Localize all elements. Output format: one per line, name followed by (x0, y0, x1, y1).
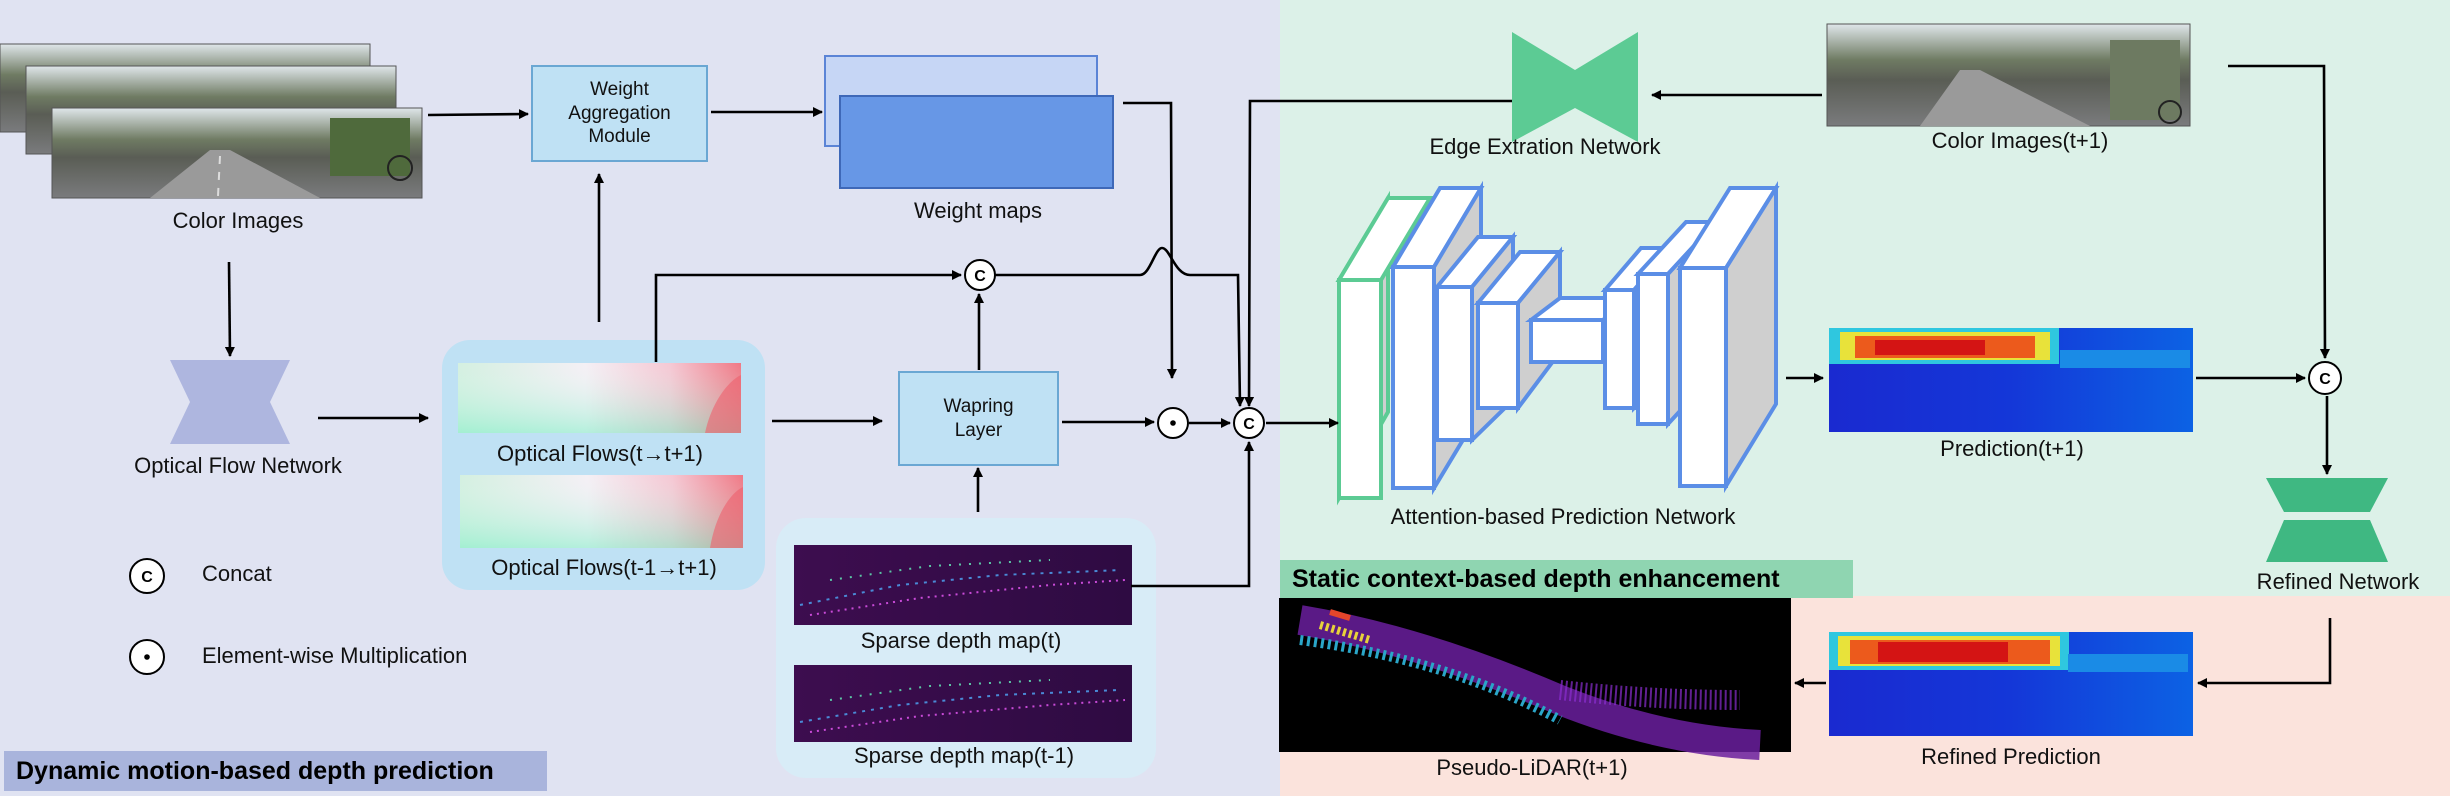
refined-prediction-label: Refined Prediction (1921, 744, 2101, 769)
dynamic-region-title: Dynamic motion-based depth prediction (4, 751, 547, 791)
pseudo-lidar-map (1279, 598, 1791, 760)
color-images-stack (0, 43, 423, 199)
refined-network-label: Refined Network (2256, 569, 2420, 594)
prediction-t1-map (1829, 328, 2193, 432)
optical-flow-network-label: Optical Flow Network (134, 453, 342, 478)
static-region-title: Static context-based depth enhancement (1280, 560, 1853, 598)
pseudo-lidar-label: Pseudo-LiDAR(t+1) (1436, 755, 1628, 780)
sparse-depth-t1-label: Sparse depth map(t-1) (853, 743, 1075, 768)
warping-layer-label: Wapring Layer (943, 395, 1014, 441)
svg-text:C: C (974, 268, 986, 285)
sparse-depth-map-t-minus-1 (794, 665, 1132, 742)
legend-multiply-icon (129, 639, 165, 675)
weight-aggregation-module-box (531, 65, 708, 162)
refined-network-shape (2266, 478, 2388, 562)
warping-layer-box (898, 371, 1059, 466)
weight-maps-label: Weight maps (914, 198, 1042, 223)
optical-flow-map-2 (460, 475, 743, 548)
svg-text:C: C (2319, 371, 2331, 388)
optical-flows-2-label: Optical Flows(t-1→t+1) (491, 555, 717, 580)
color-images-t1-label: Color Images(t+1) (1931, 128, 2109, 153)
optical-flow-network-shape (170, 360, 290, 444)
weight-map-front (839, 95, 1114, 189)
color-image-t1 (1826, 23, 2191, 127)
multiply-symbol (1157, 407, 1189, 439)
legend-mult-label: Element-wise Multiplication (202, 643, 468, 668)
concat-symbol-center: C (1233, 407, 1265, 439)
sparse-depth-t-label: Sparse depth map(t) (860, 628, 1062, 653)
concat-symbol-upper: C (964, 259, 996, 291)
attention-network-label: Attention-based Prediction Network (1390, 504, 1736, 529)
sparse-depth-map-t (794, 545, 1132, 625)
connectors (224, 64, 2332, 688)
optical-flows-1-label: Optical Flows(t→t+1) (497, 441, 703, 466)
attention-network-blocks (1335, 180, 1780, 506)
legend-concat-icon: C (129, 558, 165, 594)
svg-text:C: C (141, 569, 153, 586)
edge-network-label: Edge Extration Network (1429, 134, 1661, 159)
weight-aggregation-module-label: Weight Aggregation Module (568, 78, 671, 148)
edge-extraction-network-shape (1512, 32, 1638, 142)
prediction-t1-label: Prediction(t+1) (1940, 436, 2084, 461)
svg-text:C: C (1243, 416, 1255, 433)
optical-flow-map-1 (458, 363, 741, 433)
refined-prediction-map (1829, 632, 2193, 736)
concat-symbol-right: C (2308, 361, 2342, 395)
legend-concat-label: Concat (202, 561, 272, 586)
color-images-label: Color Images (172, 208, 304, 233)
